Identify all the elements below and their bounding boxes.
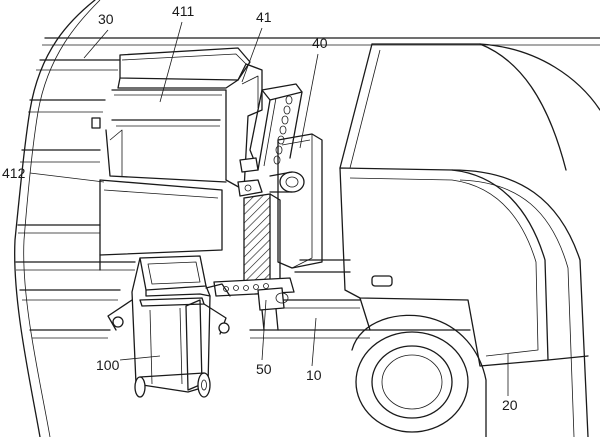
leader-10 [311,317,317,367]
reference-labels: 30 411 41 40 412 50 10 100 20 [2,3,518,413]
label-50: 50 [256,361,272,377]
label-30: 30 [98,11,114,27]
garbage-bin-100 [107,255,231,398]
label-20: 20 [502,397,518,413]
front-wheel [351,314,487,437]
support-post-50 [257,287,289,331]
leader-30 [83,29,109,59]
label-100: 100 [96,357,120,373]
leader-411 [159,21,183,103]
truck-cab-20 [339,43,600,437]
hopper-41 [91,47,263,271]
leader-100 [119,355,161,361]
leader-50 [261,299,267,361]
leader-412 [29,172,105,183]
label-41: 41 [256,9,272,25]
label-10: 10 [306,367,322,383]
truck-body-30 [14,0,600,437]
label-40: 40 [312,35,328,51]
label-411: 411 [172,3,195,19]
leader-41 [241,27,263,83]
label-412: 412 [2,165,26,181]
leader-40 [299,53,319,149]
